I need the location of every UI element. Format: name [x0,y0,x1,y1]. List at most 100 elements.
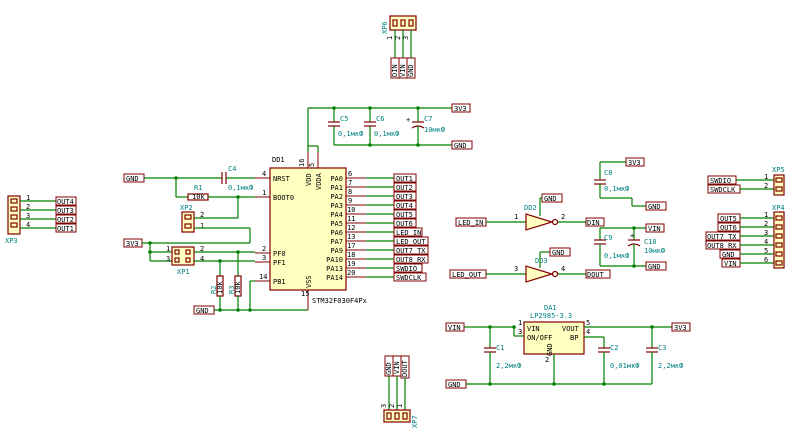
net-3v3-c8: 3V3 [628,159,641,167]
mcu-right-pin-12: 20 PA14 [326,269,366,282]
da1-pin-bp: BP [570,334,578,342]
da1-ref: DA1 [544,304,557,312]
c1-ref: C1 [496,344,504,352]
xp3-ref: XP3 [5,237,18,245]
xp2-pin1: 1 [200,222,204,230]
c8-value: 0,1мкФ [604,185,629,193]
xp6-pin1: 1 [386,36,394,40]
c1-value: 2,2мкФ [496,362,521,370]
xp4-net5: GND [722,251,735,259]
mcu-pa3-name: PA3 [330,202,343,210]
mcu-pa6-name: PA6 [330,229,343,237]
xp3-net3: OUT2 [57,216,74,224]
net-out7-tx: OUT7_TX [396,247,426,255]
c8-ref: C8 [604,169,612,177]
net-gnd-c8: GND [648,203,661,211]
mcu-pa0-num: 6 [348,170,352,178]
mcu-pa9-name: PA9 [330,247,343,255]
mcu-pa6-num: 12 [347,224,355,232]
mcu-pa4-num: 10 [347,206,355,214]
mcu-right-pin-4: 9 PA3 [330,197,366,210]
xp4-ref: XP4 [772,204,785,212]
regulator-da1[interactable]: VIN C1 2,2мкФ DA1 LP2985-3.3 VIN ON/OFF … [445,304,691,389]
mcu-pin-vdd-name: VDD [305,173,313,186]
xp3-pin2: 2 [26,203,30,211]
mcu-pa5-name: PA5 [330,220,343,228]
decoupling-c8[interactable]: 3V3 GND C8 0,1мкФ [594,157,667,211]
r2-value: 10k [216,281,224,294]
mcu-pa7-num: 13 [347,233,355,241]
mcu-right-pin-7: 12 PA6 [330,224,366,237]
c9-value: 0,1мкФ [604,252,629,260]
mcu-output-nets: OUT1 OUT2 OUT3 OUT4 OUT5 OUT6 LED_IN LED… [366,173,429,282]
xp7-ref: XP7 [411,415,419,428]
da1-pin-vin: VIN [527,325,540,333]
mcu-pa14-num: 20 [347,269,355,277]
connector-xp6[interactable]: 1 2 3 XP6 DIN VIN GND [381,15,417,79]
c6-value: 0,1мкФ [374,130,399,138]
mcu-pa13-name: PA13 [326,265,343,273]
xp3-pin3: 3 [26,212,30,220]
mcu-pa1-num: 7 [348,179,352,187]
oscillator-jumper-network[interactable]: 3V3 1 2 3 4 XP1 R2 10k R3 10k GND [123,238,308,315]
c5-value: 0,1мкФ [338,130,363,138]
xp5-net2: SWDCLK [710,186,736,194]
xp4-net6: VIN [724,260,737,268]
xp1-ref: XP1 [177,268,190,276]
buffer-dd3[interactable]: LED_OUT 3 4 DD3 GND DOUT [449,247,611,283]
dd3-ref: DD3 [535,257,548,265]
net-gnd-bottom: GND [196,307,209,315]
mcu-right-pin-3: 8 PA2 [330,188,366,201]
mcu-pin-nrst-num: 4 [262,170,266,178]
mcu-right-pin-9: 17 PA9 [330,242,366,255]
mcu-pin-pf0-name: PF0 [273,250,286,258]
xp5-pin2: 2 [764,182,768,190]
connector-xp5[interactable]: SWDIO SWDCLK 1 2 XP5 [707,166,785,196]
xp3-pin1: 1 [26,194,30,202]
mcu-dd1[interactable]: DD1 STM32F030F4Px 16 5 VDD VDDA 15 VSS 4… [255,152,367,310]
xp6-ref: XP6 [381,21,389,34]
xp4-pin2: 2 [764,220,768,228]
net-swdio: SWDIO [396,265,417,273]
xp6-pin3: 3 [402,36,410,40]
mcu-right-pin-1: 6 PA0 [330,170,366,183]
net-out1: OUT1 [396,175,413,183]
xp4-net1: OUT5 [720,215,737,223]
mcu-pin-pb1-name: PB1 [273,278,286,286]
connector-xp3[interactable]: 1 2 3 4 XP3 OUT4 OUT3 OUT2 OUT1 [5,194,77,245]
net-vin-reg: VIN [448,324,461,332]
r3-value: 10k [234,281,242,294]
mcu-pa4-name: PA4 [330,211,343,219]
net-dout: DOUT [587,271,605,279]
net-out5: OUT5 [396,211,413,219]
connector-xp4[interactable]: OUT5 OUT6 OUT7_TX OUT8_RX GND VIN 1 2 3 … [705,204,785,269]
da1-pin-vout: VOUT [562,325,580,333]
mcu-pa0-name: PA0 [330,175,343,183]
xp4-pin1: 1 [764,211,768,219]
xp4-pin6: 6 [764,256,768,264]
da1-pin-num3: 3 [518,328,522,336]
mcu-pin-pf1-num: 3 [262,254,266,262]
mcu-pa5-num: 11 [347,215,355,223]
mcu-pin-pf0-num: 2 [262,245,266,253]
decoupling-c9-c10[interactable]: + VIN GND C9 0,1мкФ C10 10мкФ [594,223,667,271]
net-led-in: LED_IN [396,229,421,237]
c4-ref: C4 [228,165,236,173]
xp6-net3: GND [407,64,415,77]
dd3-pin3: 3 [514,265,518,273]
reset-boot-network[interactable]: GND C4 0,1мкФ R1 10k XP2 2 1 [123,165,255,243]
xp1-pin1: 1 [166,245,170,253]
xp4-net2: OUT6 [720,224,737,232]
mcu-right-pin-6: 11 PA5 [330,215,366,228]
xp4-pin5: 5 [764,247,768,255]
mcu-pin-vdda-name: VDDA [315,172,323,190]
buffer-dd2[interactable]: LED_IN 1 2 DD2 GND DIN [455,193,605,231]
mcu-right-pin-10: 18 PA10 [326,251,366,264]
connector-xp7[interactable]: GND VIN DOUT 3 2 1 XP7 [380,355,419,428]
xp7-pin3: 3 [380,404,388,408]
net-led-in-buffer: LED_IN [458,219,483,227]
net-out8-rx: OUT8_RX [396,256,426,264]
xp6-net1: DIN [391,64,399,77]
decoupling-c5-c6-c7[interactable]: + C5 0,1мкФ C6 0,1мкФ C7 10мкФ 3V3 GND [307,103,473,152]
